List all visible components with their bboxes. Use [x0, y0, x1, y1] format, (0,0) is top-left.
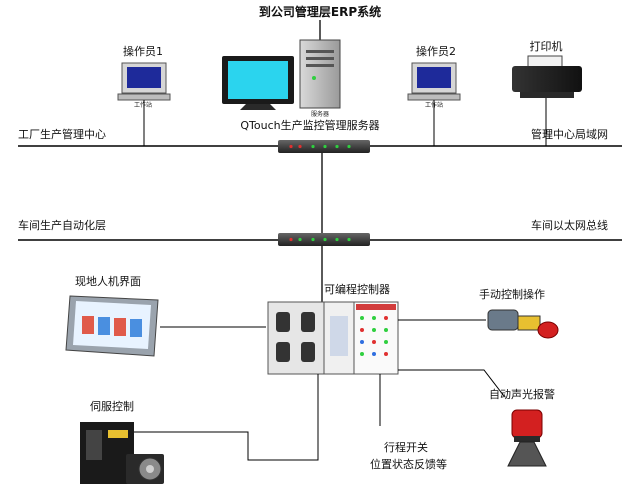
operator1-sublabel: 工作站 — [134, 101, 152, 109]
workstation-screen-icon — [127, 67, 161, 88]
layer-label-workshop-ethernet: 车间以太网总线 — [531, 218, 608, 232]
alarm: 自动声光报警 — [398, 369, 555, 467]
alarm-label: 自动声光报警 — [489, 387, 555, 401]
limit-switch-label: 行程开关 — [384, 440, 428, 454]
emergency-stop-icon — [537, 321, 559, 339]
operator1-label: 操作员1 — [123, 44, 163, 58]
workstation-screen-icon — [417, 67, 451, 88]
hmi-panel: 现地人机界面 — [65, 274, 266, 357]
server-sublabel: 服务器 — [311, 110, 329, 118]
plc-cpu-module-icon — [267, 301, 325, 375]
servo-label: 伺服控制 — [90, 399, 134, 413]
bottom-switch — [278, 233, 370, 246]
position-feedback-label: 位置状态反馈等 — [370, 457, 447, 471]
plc-label: 可编程控制器 — [324, 282, 390, 296]
operator2-workstation: 操作员2 工作站 — [407, 44, 461, 146]
server-label: QTouch生产监控管理服务器 — [240, 118, 379, 132]
printer-body-icon — [512, 66, 582, 92]
alarm-light-icon — [511, 409, 543, 439]
central-monitor — [222, 56, 294, 110]
printer-label: 打印机 — [530, 39, 563, 53]
manual-control: 手动控制操作 — [398, 287, 559, 339]
monitor-stand-icon — [240, 104, 276, 110]
printer: 打印机 — [512, 39, 582, 146]
operator1-workstation: 操作员1 工作站 — [117, 44, 171, 146]
manual-control-label: 手动控制操作 — [479, 287, 545, 301]
plc-controller: 可编程控制器 — [267, 282, 399, 375]
layer-label-factory-management: 工厂生产管理中心 — [18, 127, 106, 141]
servo-control: 伺服控制 — [80, 399, 164, 484]
monitor-screen-icon — [228, 61, 288, 99]
layer-label-workshop-automation: 车间生产自动化层 — [18, 218, 106, 232]
top-switch — [278, 140, 370, 153]
title: 到公司管理层ERP系统 — [259, 4, 381, 19]
server-tower: 服务器 — [299, 39, 341, 118]
alarm-horn-icon — [507, 441, 547, 467]
hmi-label: 现地人机界面 — [75, 274, 141, 288]
operator2-label: 操作员2 — [416, 44, 456, 58]
plc-io-modules-icon — [353, 301, 399, 375]
layer-label-management-lan: 管理中心局域网 — [531, 127, 608, 141]
workstation-keyboard-icon — [117, 93, 171, 101]
push-button-body-icon — [487, 309, 519, 331]
workstation-keyboard-icon — [407, 93, 461, 101]
